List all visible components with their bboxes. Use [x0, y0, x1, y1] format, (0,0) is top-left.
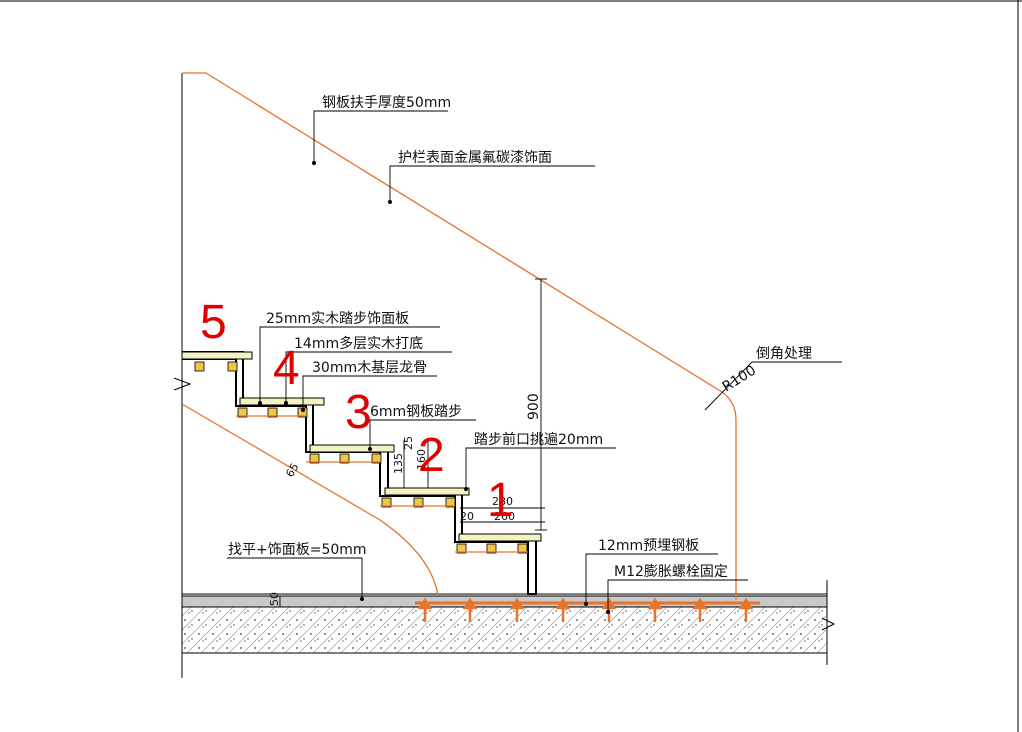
dim-overhang: 20 [460, 510, 474, 523]
wood-joists [194, 361, 528, 554]
stair-treads [181, 351, 542, 542]
label-nosing-overhang: 踏步前口挑遍20mm [474, 431, 603, 448]
steel-stair-profile [182, 351, 537, 595]
step-number-5: 5 [200, 296, 227, 349]
label-leveling-finish: 找平+饰面板=50mm [228, 542, 367, 558]
concrete-slab [181, 606, 828, 654]
step-number-1: 1 [487, 474, 514, 527]
leader-lines [227, 110, 842, 612]
step-number-3: 3 [345, 386, 372, 439]
tread-2 [384, 487, 470, 496]
riser-finish-lines [236, 415, 528, 553]
tread-3 [309, 444, 395, 453]
dim-riser-135: 135 [392, 453, 405, 474]
label-tread-finish: 25mm实木踏步饰面板 [266, 311, 409, 327]
slab-break-mark [821, 617, 836, 631]
tread-1 [458, 533, 542, 542]
label-handrail-thickness: 钢板扶手厚度50mm [322, 95, 451, 111]
dim-riser-160: 160 [415, 449, 428, 470]
leader-dots [258, 161, 610, 614]
label-chamfer: 倒角处理 [756, 346, 812, 362]
label-multilayer-base: 14mm多层实木打底 [294, 335, 423, 352]
label-wood-joist: 30mm木基层龙骨 [312, 359, 427, 376]
label-radius: R100 [720, 363, 759, 396]
dim-floor-50: 50 [268, 592, 281, 606]
anchor-bolts [417, 597, 754, 622]
label-steel-tread: 6mm钢板踏步 [370, 404, 462, 420]
dim-finish-25: 25 [402, 436, 415, 450]
dim-tread-outer: 280 [492, 495, 513, 508]
step-number-4: 4 [273, 342, 300, 395]
tread-4 [239, 397, 325, 406]
dim-tread-inner: 260 [494, 510, 515, 523]
step-number-2: 2 [418, 429, 445, 482]
label-railing-finish: 护栏表面金属氟碳漆饰面 [398, 150, 552, 166]
dim-stringer-65: 65 [283, 461, 301, 480]
stringer-underside [181, 403, 439, 597]
tread-5 [181, 351, 253, 360]
dim-rail-height: 900 [526, 393, 542, 420]
wall-break-mark [173, 377, 192, 391]
label-expansion-bolt: M12膨胀螺栓固定 [614, 563, 728, 580]
label-embedded-plate: 12mm预埋钢板 [598, 538, 699, 554]
